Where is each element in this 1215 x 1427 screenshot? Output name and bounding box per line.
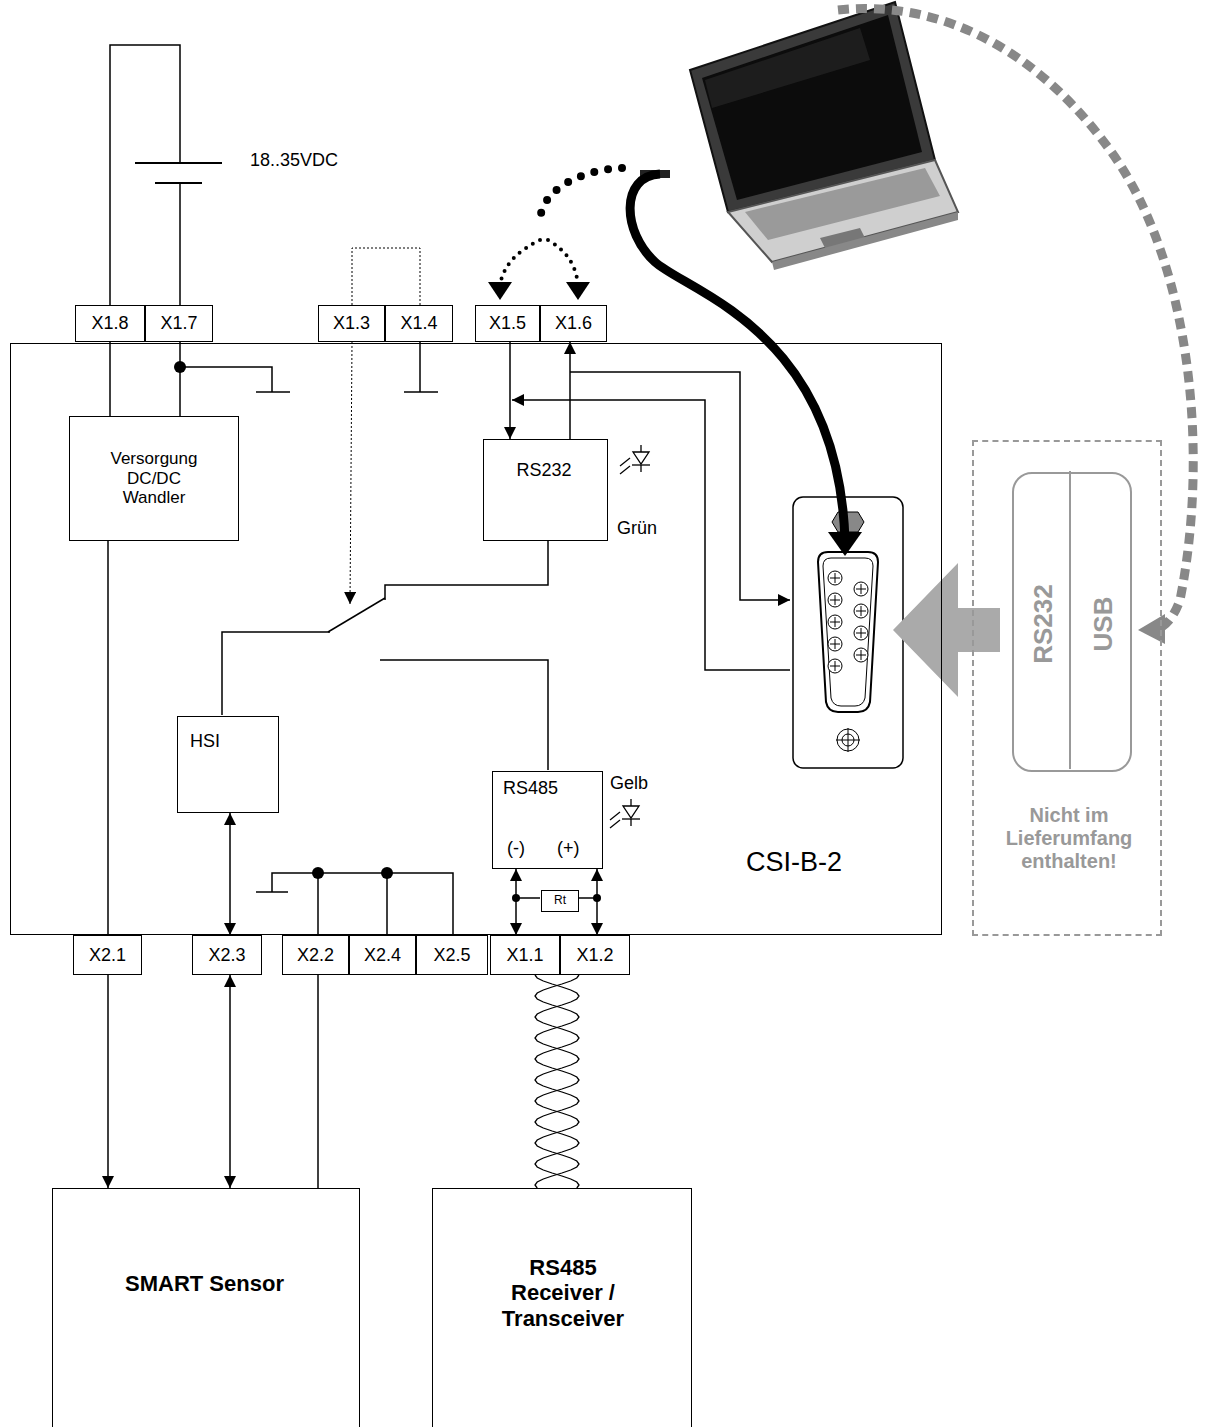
node-text: X1.5: [489, 313, 526, 334]
adapter-label: USB: [1089, 597, 1119, 652]
signal-wire: [179, 342, 181, 416]
node-text: X1.4: [400, 313, 437, 334]
optional-region: Nicht im Lieferumfang enthalten! RS232 USB: [972, 440, 1162, 936]
led-color-label: Gelb: [610, 773, 648, 794]
polarity-label: (-): [507, 838, 525, 859]
voltage-label: 18..35VDC: [250, 150, 338, 171]
box-title: RS485: [503, 778, 558, 799]
interface-box: HSI: [177, 716, 279, 813]
node-text: X2.3: [208, 945, 245, 966]
node-text: X2.4: [364, 945, 401, 966]
terminal-box: X2.3: [192, 935, 262, 975]
terminal-box: X1.3: [318, 305, 385, 342]
signal-wire: [107, 541, 109, 935]
box-title: SMART Sensor: [53, 1271, 356, 1296]
jumper-line: [350, 248, 420, 604]
usb-link: [838, 9, 1193, 628]
battery-symbol: [110, 45, 222, 305]
terminal-box: X2.2: [282, 935, 349, 975]
signal-wire: [515, 869, 517, 935]
signal-wire: [229, 975, 231, 1188]
signal-wire: [509, 342, 511, 439]
terminal-box: X2.5: [416, 935, 488, 975]
note-text: Nicht im Lieferumfang enthalten!: [984, 804, 1154, 873]
power-supply-box: Versorgung DC/DC Wandler: [69, 416, 239, 541]
resistor-symbol: Rt: [541, 890, 579, 912]
box-title: HSI: [190, 731, 220, 752]
interface-box: RS232: [483, 439, 608, 541]
laptop-illustration: [640, 2, 958, 270]
node-text: X2.5: [433, 945, 470, 966]
junction-dot: [381, 867, 393, 879]
terminal-box: X1.8: [75, 305, 145, 342]
led-color-label: Grün: [617, 518, 657, 539]
twisted-pair-wire: [535, 975, 579, 1188]
node-text: X2.2: [297, 945, 334, 966]
node-text: X1.8: [91, 313, 128, 334]
dotted-arrowhead: [488, 282, 512, 300]
junction-dot: [312, 867, 324, 879]
terminal-box: X1.5: [475, 305, 540, 342]
usb-adapter: RS232 USB: [1012, 472, 1132, 772]
box-title: RS485 Receiver / Transceiver: [497, 1255, 629, 1331]
serial-cable: [630, 174, 845, 540]
node-text: Versorgung DC/DC Wandler: [103, 449, 205, 508]
terminal-box: X2.4: [349, 935, 416, 975]
signal-wire: [229, 813, 231, 935]
terminal-box: X1.1: [490, 935, 560, 975]
adapter-divider: [1069, 471, 1071, 769]
board-housing: CSI-B-2 Versorgung DC/DC Wandler RS232HSI R…: [10, 343, 942, 935]
node-text: X1.2: [576, 945, 613, 966]
terminal-box: X1.2: [560, 935, 630, 975]
receiver-box: RS485 Receiver / Transceiver: [432, 1188, 692, 1427]
terminal-box: X1.7: [145, 305, 213, 342]
node-text: X1.6: [555, 313, 592, 334]
db9-connector: [793, 497, 903, 768]
polarity-label: (+): [557, 838, 580, 859]
signal-wire: [569, 342, 571, 439]
adapter-arrow: [893, 563, 1000, 697]
node-text: X1.1: [506, 945, 543, 966]
signal-wire: [109, 342, 111, 416]
board-name: CSI-B-2: [746, 847, 842, 878]
dotted-link: [500, 168, 622, 284]
node-text: X1.3: [333, 313, 370, 334]
node-text: X1.7: [160, 313, 197, 334]
twisted-pair-wire: [535, 975, 579, 1188]
signal-wire: [107, 975, 109, 1188]
adapter-label: RS232: [1029, 584, 1059, 664]
ground-symbol: [180, 342, 438, 392]
cable-arrowhead: [828, 532, 862, 556]
sensor-box: SMART Sensor: [52, 1188, 360, 1427]
node-text: Rt: [554, 894, 566, 908]
signal-wire: [596, 869, 598, 935]
node-text: X2.1: [89, 945, 126, 966]
terminal-box: X2.1: [73, 935, 142, 975]
signal-wire: [317, 975, 319, 1188]
ground-bus: [256, 873, 453, 935]
terminal-box: X1.6: [540, 305, 607, 342]
box-title: RS232: [484, 460, 604, 481]
dotted-arrowhead: [566, 282, 590, 300]
terminal-box: X1.4: [385, 305, 453, 342]
interface-box: RS485 (-) (+): [492, 771, 603, 869]
led-symbol: [610, 445, 650, 828]
